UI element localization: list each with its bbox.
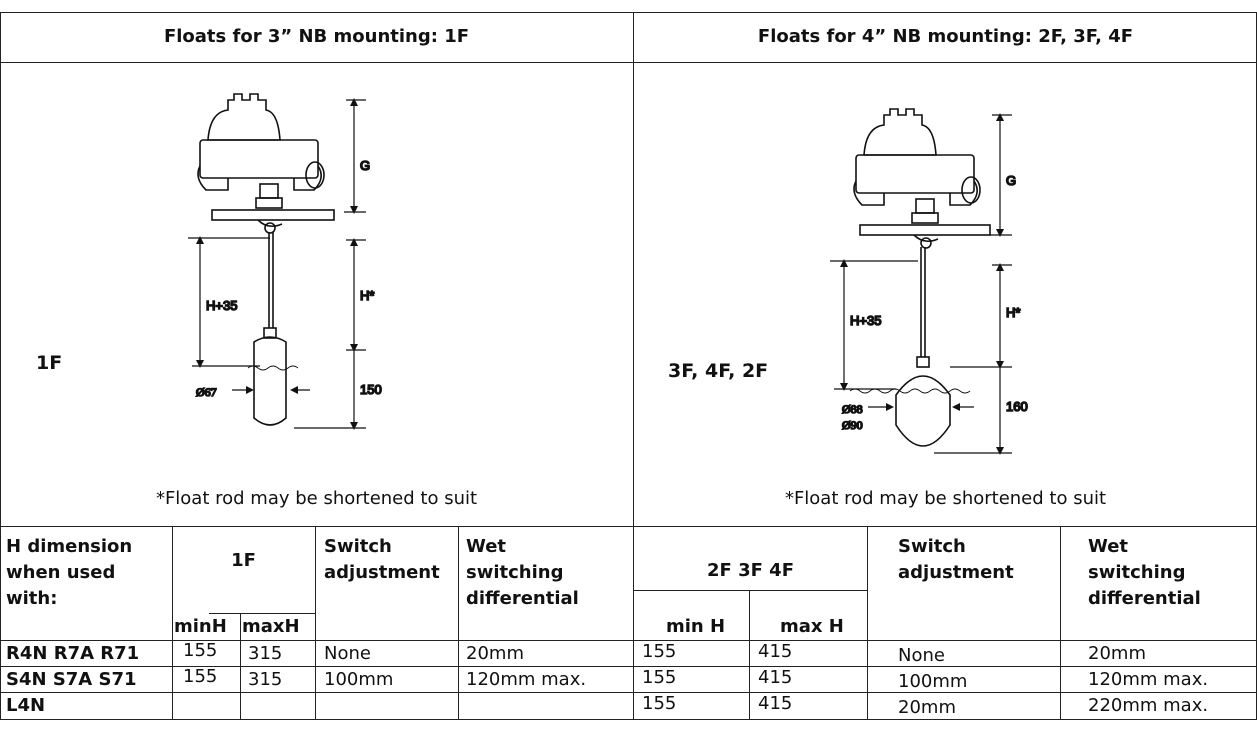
row2-wet-1f: 120mm max. (466, 669, 587, 690)
rule-table-top (0, 526, 1257, 527)
header-switch-adj-1f: Switch adjustment (324, 536, 440, 583)
float-body-1f (247, 327, 299, 426)
rule-left (0, 12, 1, 719)
rule-c1 (172, 526, 173, 719)
dim-label-160: 160 (1006, 399, 1028, 414)
rule-c5 (749, 590, 750, 719)
left-model-label: 1F (36, 352, 63, 374)
rule-234f-sub (633, 590, 867, 591)
rule-bottom (0, 719, 1257, 720)
row3-minh-234f: 155 (642, 693, 677, 714)
rule-c4 (458, 526, 459, 719)
row2-maxh-234f: 415 (758, 667, 793, 688)
header-minh-1f: minH (174, 616, 227, 637)
row2-switch-234f: 100mm (898, 671, 968, 692)
row1-model: R4N R7A R71 (6, 643, 140, 664)
row3-switch-234f: 20mm (898, 697, 956, 718)
switch-head-1f (197, 93, 335, 234)
dim-label-dia88: Ø88 (842, 402, 863, 416)
row1-switch-1f: None (324, 643, 371, 664)
right-model-label: 3F, 4F, 2F (668, 360, 769, 382)
row3-wet-234f: 220mm max. (1088, 695, 1209, 716)
right-heading: Floats for 4” NB mounting: 2F, 3F, 4F (757, 26, 1134, 47)
row1-minh-1f: 155 (183, 640, 218, 661)
row2-minh-234f: 155 (642, 667, 677, 688)
dim-label-150: 150 (360, 382, 382, 397)
rule-row3 (0, 692, 1257, 693)
rule-c3 (315, 526, 316, 719)
switch-head-234f (853, 108, 991, 249)
rule-center (633, 12, 634, 719)
right-note: *Float rod may be shortened to suit (784, 488, 1107, 509)
dim-label-h-right: H* (1006, 305, 1020, 320)
dimension-lines-1f (188, 99, 366, 429)
row2-wet-234f: 120mm max. (1088, 669, 1209, 690)
dim-label-h35-right: H+35 (850, 313, 881, 328)
row3-model: L4N (6, 695, 46, 716)
header-maxh-1f: maxH (242, 616, 300, 637)
header-wet-diff-234f: Wet switching differential (1088, 536, 1201, 609)
row1-wet-1f: 20mm (466, 643, 524, 664)
row1-maxh-1f: 315 (248, 643, 283, 664)
rule-1f-sub (209, 613, 315, 614)
left-note: *Float rod may be shortened to suit (155, 488, 478, 509)
dim-label-dia67: Ø67 (196, 385, 217, 399)
float-switch-2f-3f-4f-diagram: G H+35 H* 160 Ø88 Ø90 (830, 108, 1029, 455)
rule-c2 (240, 613, 241, 719)
header-h-dimension: H dimension when used with: (6, 536, 133, 609)
dim-label-h: H* (360, 288, 374, 303)
row3-maxh-234f: 415 (758, 693, 793, 714)
row2-model: S4N S7A S71 (6, 669, 137, 690)
float-body-234f (849, 356, 971, 447)
dim-label-h35: H+35 (206, 298, 237, 313)
dim-label-dia90: Ø90 (842, 418, 863, 432)
rule-under-heading (0, 62, 1257, 63)
header-group-234f: 2F 3F 4F (707, 560, 794, 581)
header-maxh-234f: max H (780, 616, 844, 637)
row1-maxh-234f: 415 (758, 641, 793, 662)
header-minh-234f: min H (666, 616, 726, 637)
header-group-1f: 1F (231, 550, 256, 571)
dim-label-g: G (360, 158, 370, 173)
row2-switch-1f: 100mm (324, 669, 394, 690)
rule-top (0, 12, 1257, 13)
row2-minh-1f: 155 (183, 666, 218, 687)
rule-row1 (0, 640, 1257, 641)
row1-switch-234f: None (898, 645, 945, 666)
row2-maxh-1f: 315 (248, 669, 283, 690)
rule-row2 (0, 666, 1257, 667)
rule-c7 (1060, 526, 1061, 719)
row1-wet-234f: 20mm (1088, 643, 1146, 664)
float-switch-1f-diagram: G H+35 H* 150 Ø67 (188, 93, 383, 430)
header-wet-diff-1f: Wet switching differential (466, 536, 579, 609)
rule-c6 (867, 526, 868, 719)
header-switch-adj-234f: Switch adjustment (898, 536, 1014, 583)
left-heading: Floats for 3” NB mounting: 1F (163, 26, 470, 47)
row1-minh-234f: 155 (642, 641, 677, 662)
dim-label-g-right: G (1006, 173, 1016, 188)
